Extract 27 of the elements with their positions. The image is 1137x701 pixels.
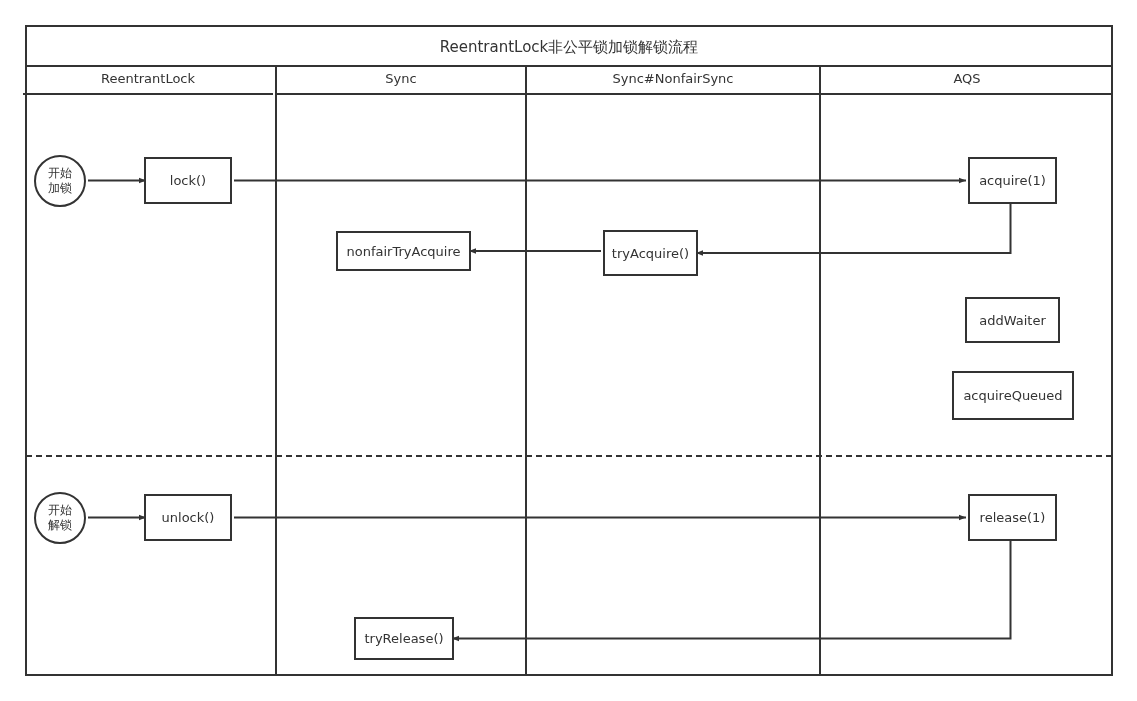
arrow <box>451 540 1012 642</box>
swimlane-pool <box>25 25 1113 676</box>
start-circle: 开始解锁 <box>34 492 86 544</box>
arrow <box>695 203 1012 256</box>
swimlane <box>275 65 525 676</box>
start-circle: 开始加锁 <box>34 155 86 207</box>
process-box: tryRelease() <box>354 617 454 660</box>
pool-title: ReentrantLock非公平锁加锁解锁流程 <box>27 27 1111 67</box>
swimlane <box>525 65 819 676</box>
process-box: addWaiter <box>965 297 1060 343</box>
arrow <box>233 177 967 184</box>
swimlane <box>819 65 1113 676</box>
process-box: unlock() <box>144 494 232 541</box>
arrow <box>87 514 147 521</box>
process-box: acquire(1) <box>968 157 1057 204</box>
arrow <box>468 248 602 254</box>
process-box: tryAcquire() <box>603 230 698 276</box>
process-box: lock() <box>144 157 232 204</box>
arrow <box>87 177 147 184</box>
lane-header: AQS <box>821 65 1113 95</box>
arrow <box>233 514 967 521</box>
process-box: release(1) <box>968 494 1057 541</box>
process-box: acquireQueued <box>952 371 1074 420</box>
lane-header: ReentrantLock <box>23 65 273 95</box>
lane-header: Sync#NonfairSync <box>527 65 819 95</box>
lane-header: Sync <box>277 65 525 95</box>
process-box: nonfairTryAcquire <box>336 231 471 271</box>
